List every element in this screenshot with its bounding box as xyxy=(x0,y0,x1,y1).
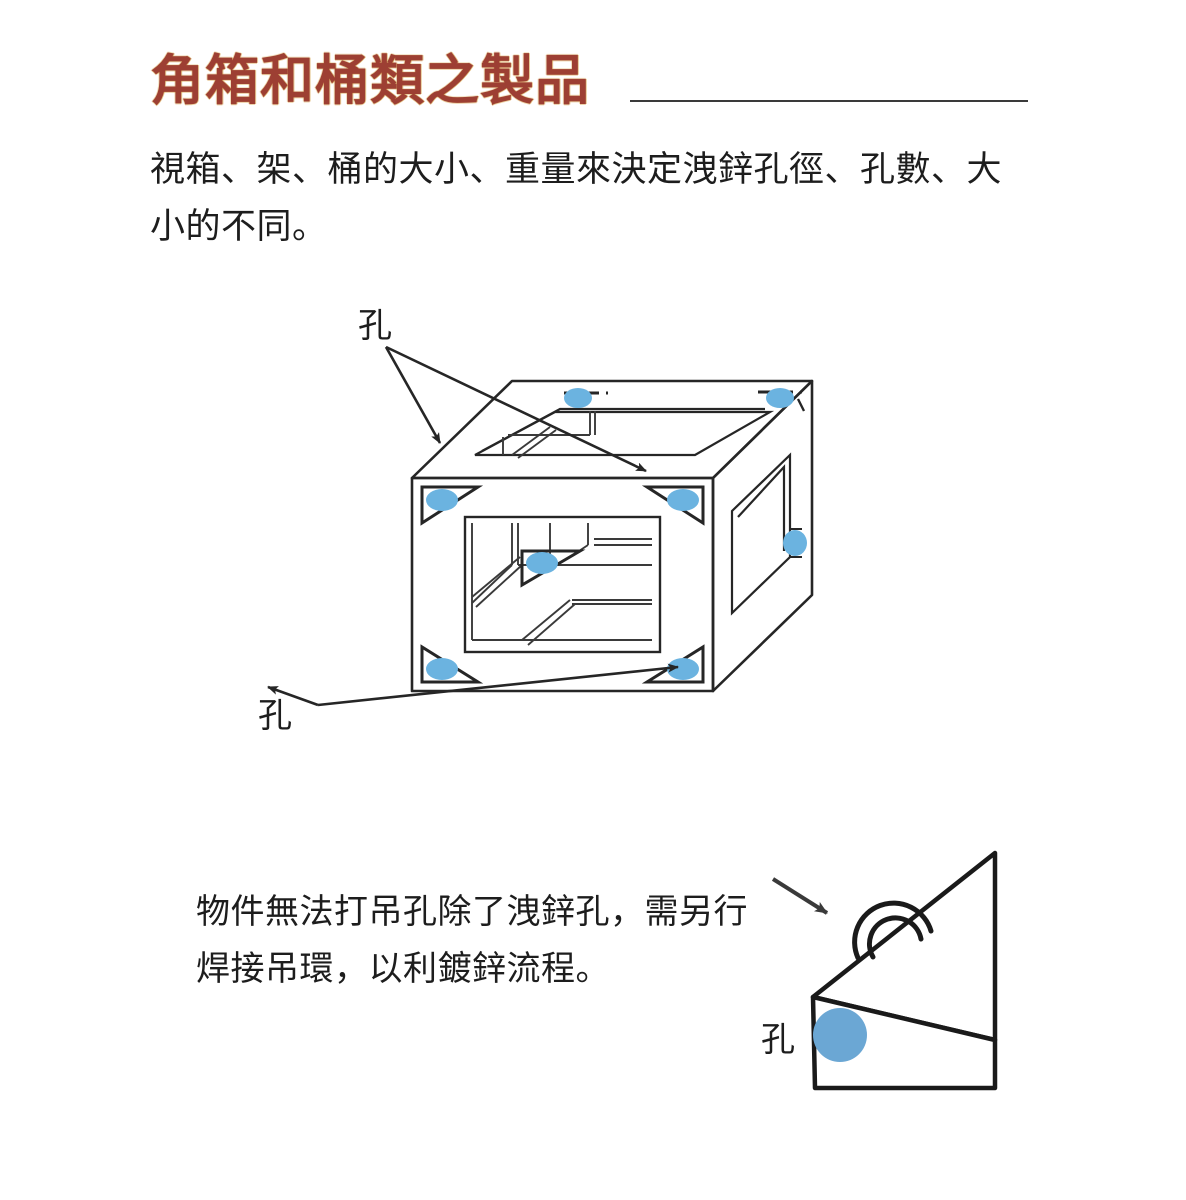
label-hole-bottom-left: 孔 xyxy=(258,696,292,736)
isometric-box-svg: 孔 孔 xyxy=(258,306,814,736)
label-hole-top-left: 孔 xyxy=(358,306,392,346)
drain-hole-triangle xyxy=(564,388,608,408)
leader-arrows-bottom xyxy=(267,663,679,707)
box-outer-shell xyxy=(410,379,814,693)
drain-hole-group-front xyxy=(420,485,705,684)
drain-hole-group-top xyxy=(564,388,806,412)
ring-pointer-arrow xyxy=(771,877,829,915)
drain-hole-triangle xyxy=(420,485,484,526)
lifting-ring-svg: 孔 xyxy=(761,850,998,1091)
box-interior-lines xyxy=(471,523,652,646)
drain-hole-circle xyxy=(813,1008,867,1062)
drain-hole-right xyxy=(783,528,807,558)
top-face-opening xyxy=(474,407,775,457)
caption-paragraph: 物件無法打吊孔除了洩鋅孔，需另行焊接吊環，以利鍍鋅流程。 xyxy=(196,892,748,990)
front-face-opening xyxy=(463,515,662,654)
top-opening-interior-lines xyxy=(502,411,596,459)
drain-hole-triangle xyxy=(420,644,484,684)
intro-paragraph: 視箱、架、桶的大小、重量來決定洩鋅孔徑、孔數、大小的不同。 xyxy=(150,150,1003,247)
right-face-opening xyxy=(730,452,792,616)
leader-arrows-top xyxy=(384,345,647,473)
drain-hole-triangle xyxy=(758,388,806,412)
figure-lifting-ring: 孔 xyxy=(755,835,1035,1105)
figure-isometric-box: 孔 孔 xyxy=(250,295,870,745)
drain-hole-interior xyxy=(520,549,586,588)
lifting-ring-icon xyxy=(852,900,934,961)
page-title: 角箱和桶類之製品 xyxy=(150,49,590,112)
label-hole-ring: 孔 xyxy=(761,1020,795,1060)
drain-hole-triangle xyxy=(641,485,705,526)
title-divider-rule xyxy=(630,100,1028,102)
